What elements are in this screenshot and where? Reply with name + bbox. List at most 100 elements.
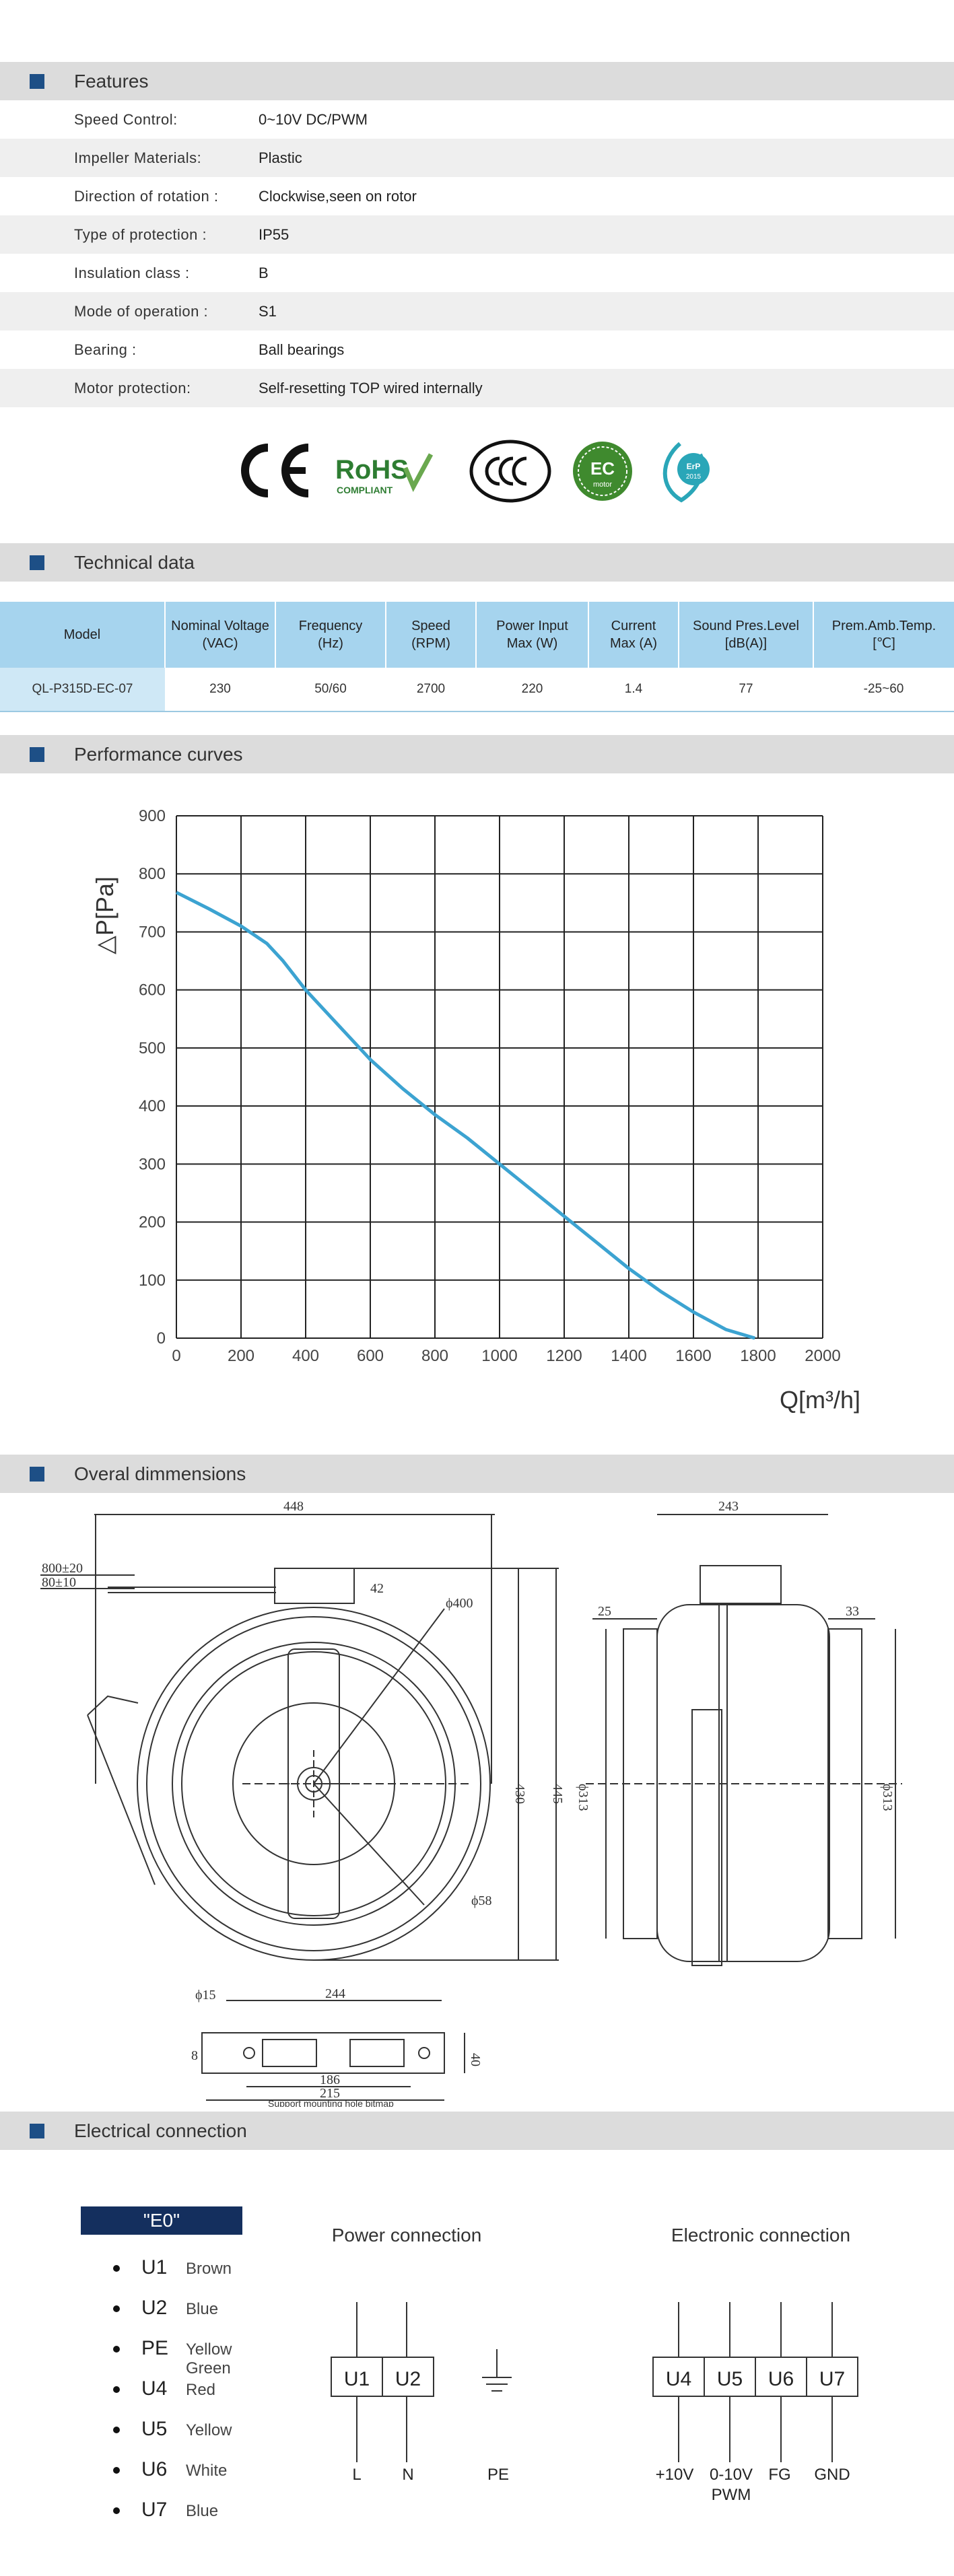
dim-front-width: 448 [283,1501,304,1514]
wire-code: U4 [141,2377,168,2400]
bullet-icon [113,2346,120,2353]
bullet-icon [113,2507,120,2514]
label-n: N [402,2466,413,2484]
feature-label: Insulation class : [74,265,190,281]
x-tick-label: 1800 [740,1347,776,1365]
x-tick-label: 800 [421,1347,448,1365]
dimensions-header: Overal dimmensions [0,1455,954,1493]
table-cell: 1.4 [588,668,679,712]
x-tick-label: 1200 [546,1347,582,1365]
technical-header: Technical data [0,543,954,582]
table-header: Frequency(Hz) [275,602,386,668]
feature-label: Speed Control: [74,111,178,128]
x-tick-label: 1400 [611,1347,646,1365]
technical-title: Technical data [74,552,195,573]
feature-value: Self-resetting TOP wired internally [259,380,483,396]
dim-side-dr: ϕ313 [880,1784,895,1811]
section-square-icon [30,555,44,570]
svg-text:RoHS: RoHS [335,455,409,485]
label-gnd: GND [814,2466,850,2484]
electrical-title: Electrical connection [74,2120,247,2141]
electronic-connection-title: Electronic connection [671,2225,850,2246]
dim-side-dl: ϕ313 [576,1784,590,1811]
feature-value: B [259,265,269,281]
wire-color: Brown [186,2260,232,2278]
dim-height2: 445 [550,1784,565,1804]
y-axis-label: △P[Pa] [91,876,118,954]
dim-bracket-w2: 186 [320,2073,340,2087]
dim-bracket-s: 8 [191,2048,198,2063]
section-square-icon [30,747,44,762]
features-header: Features [0,62,954,100]
performance-header: Performance curves [0,735,954,773]
bracket-view [201,2000,465,2101]
y-tick-label: 600 [139,981,166,1000]
section-square-icon [30,74,44,89]
x-tick-label: 2000 [805,1347,840,1365]
technical-table: Model Nominal Voltage(VAC) Frequency(Hz)… [0,602,954,712]
table-cell: 2700 [386,668,476,712]
wire-code: PE [141,2337,169,2359]
dim-cable1: 800±20 [42,1561,83,1576]
performance-curve [175,891,755,1340]
section-square-icon [30,2124,44,2138]
wiring-code-badge: "E0" [81,2206,242,2235]
feature-row: Mode of operation : S1 [0,292,954,330]
x-tick-label: 200 [228,1347,254,1365]
y-tick-label: 500 [139,1039,166,1057]
table-row: QL-P315D-EC-07 230 50/60 2700 220 1.4 77… [0,668,954,712]
table-header: Speed(RPM) [386,602,477,668]
x-tick-label: 400 [292,1347,319,1365]
wire-code: U1 [141,2256,168,2278]
wire-code: U7 [141,2499,168,2521]
front-view [40,1514,559,1961]
feature-value: Clockwise,seen on rotor [259,188,417,205]
x-tick-label: 600 [357,1347,384,1365]
table-header: Sound Pres.Level[dB(A)] [679,602,814,668]
label-pe: PE [487,2466,509,2484]
feature-row: Direction of rotation : Clockwise,seen o… [0,177,954,215]
dim-side-width: 243 [718,1501,739,1514]
wire-color: Yellow Green [186,2340,232,2377]
wire-color: Blue [186,2300,219,2318]
table-cell: 230 [165,668,275,712]
wire-color: Red [186,2381,216,2399]
bullet-icon [113,2386,120,2393]
ec-motor-logo-icon: EC motor [573,442,632,501]
bracket-caption: Support mounting hole bitmap [268,2098,394,2107]
x-tick-label: 1000 [481,1347,517,1365]
performance-title: Performance curves [74,744,243,765]
table-header: Model [0,602,166,668]
svg-text:2015: 2015 [686,473,702,481]
dim-hub: ϕ58 [471,1893,492,1908]
section-square-icon [30,1467,44,1482]
bullet-icon [113,2305,120,2312]
table-cell: 77 [679,668,813,712]
dim-diameter: ϕ400 [446,1596,473,1611]
features-title: Features [74,71,149,92]
feature-row: Motor protection: Self-resetting TOP wir… [0,369,954,407]
label-0-10v: 0-10V [710,2466,753,2484]
feature-row: Impeller Materials: Plastic [0,139,954,177]
ce-mark-icon [241,444,309,497]
label-10v: +10V [656,2466,694,2484]
bullet-icon [113,2427,120,2433]
ground-icon [482,2349,512,2392]
ccc-logo-icon [469,440,551,503]
power-connection-title: Power connection [332,2225,482,2246]
label-pwm: PWM [712,2486,751,2504]
table-cell: -25~60 [813,668,954,712]
dim-bracket-h: 40 [468,2053,483,2066]
wire-code: U2 [141,2297,168,2319]
wire-color: Blue [186,2502,219,2520]
dim-box: 42 [370,1581,384,1596]
dim-side-right: 33 [846,1604,859,1619]
y-tick-label: 200 [139,1214,166,1232]
feature-value: 0~10V DC/PWM [259,111,368,128]
electrical-header: Electrical connection [0,2112,954,2150]
wire-color: Yellow [186,2421,232,2439]
terminal-u5: U5 [717,2368,743,2390]
y-tick-label: 900 [139,807,166,825]
y-tick-label: 400 [139,1097,166,1115]
